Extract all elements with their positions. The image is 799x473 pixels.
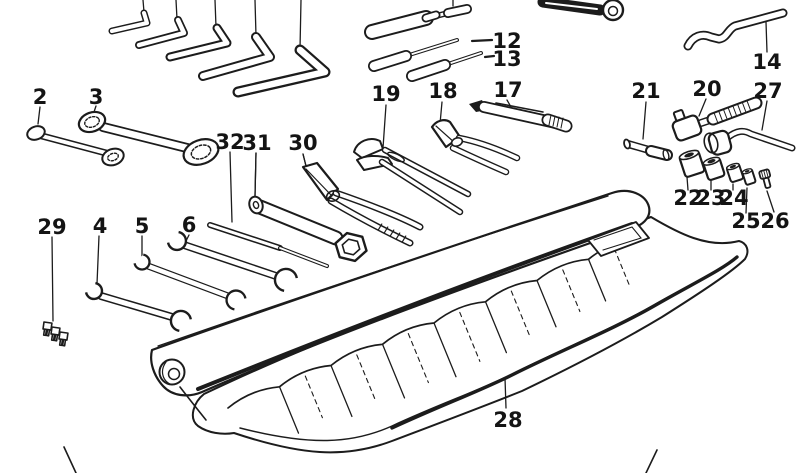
fuse-icon — [42, 236, 69, 347]
part-label-23: 23 — [696, 186, 725, 210]
part-label-24: 24 — [719, 186, 748, 210]
frame-corner-right — [645, 449, 658, 473]
water-pump-pliers-icon — [353, 104, 468, 212]
part-label-13: 13 — [492, 47, 521, 71]
part-label-12: 12 — [492, 29, 521, 53]
part-label-28: 28 — [493, 408, 522, 432]
screwdriver-icon — [412, 51, 496, 76]
pin-icon — [623, 101, 670, 161]
side-cutter-pliers-icon — [430, 101, 517, 172]
pry-lever-icon — [688, 13, 783, 53]
open-end-wrench-icon — [133, 235, 247, 311]
part-label-26: 26 — [760, 209, 789, 233]
part-label-30: 30 — [288, 131, 317, 155]
ratchet-icon — [671, 99, 756, 142]
roll-scroll-end — [158, 358, 186, 386]
socket-icon — [678, 149, 706, 191]
part-label-4: 4 — [93, 214, 108, 238]
part-label-29: 29 — [37, 215, 66, 239]
part-label-2: 2 — [33, 85, 48, 109]
socket-icon — [741, 168, 757, 214]
hex-key-set-icon — [112, 0, 325, 92]
socket-icon — [702, 156, 726, 191]
socket-icon — [725, 162, 745, 191]
part-label-20: 20 — [692, 77, 721, 101]
part-label-5: 5 — [135, 214, 150, 238]
part-label-3: 3 — [89, 85, 104, 109]
frame-corner-left — [63, 446, 77, 473]
part-label-17: 17 — [493, 78, 522, 102]
part-label-14: 14 — [752, 50, 781, 74]
combination-pliers-icon — [301, 153, 420, 243]
part-label-18: 18 — [428, 79, 457, 103]
bit-icon — [758, 168, 775, 213]
part-label-27: 27 — [753, 79, 782, 103]
spark-plug-socket-icon — [248, 152, 368, 263]
bag-label-patch — [587, 221, 650, 257]
tommy-bar-icon — [210, 151, 329, 268]
open-end-wrench-icon — [166, 230, 298, 292]
tool-roll-bag-icon — [150, 189, 749, 454]
leader-28 — [504, 377, 507, 409]
cutoff-tool-icon — [537, 0, 625, 22]
part-label-22: 22 — [673, 186, 702, 210]
screwdriver-icon — [374, 38, 494, 66]
ring-wrench-icon — [26, 106, 125, 167]
socket-wrench-icon — [703, 100, 792, 156]
part-label-19: 19 — [371, 82, 400, 106]
ring-wrench-icon — [77, 105, 220, 166]
part-label-21: 21 — [631, 79, 660, 103]
part-label-25: 25 — [731, 209, 760, 233]
part-label-6: 6 — [182, 213, 197, 237]
part-label-32: 32 — [215, 130, 244, 154]
part-label-31: 31 — [242, 131, 271, 155]
open-end-wrench-icon — [84, 235, 192, 332]
pen-tool-icon — [469, 99, 566, 128]
screwdriver-large-icon — [372, 0, 468, 32]
